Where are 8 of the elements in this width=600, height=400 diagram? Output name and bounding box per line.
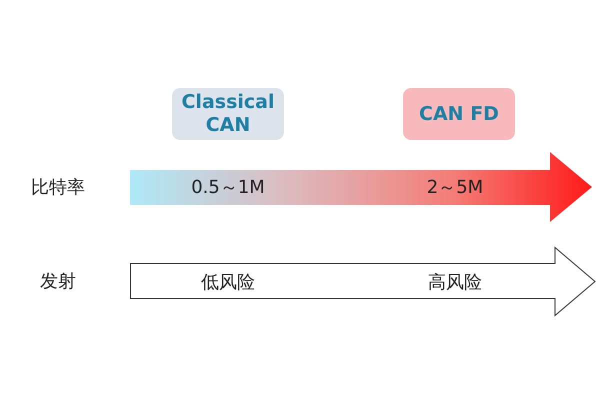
bit-rate-text: 0.5～1M [191, 176, 265, 199]
bit-rate-text: 2～5M [426, 176, 484, 199]
label-box: CAN FD [403, 88, 515, 140]
label-box: Classical CAN [172, 88, 284, 140]
row-label: 发射 [40, 270, 76, 293]
risk-text: 低风险 [201, 270, 255, 294]
row-label: 比特率 [31, 176, 85, 199]
risk-text: 高风险 [428, 270, 482, 294]
